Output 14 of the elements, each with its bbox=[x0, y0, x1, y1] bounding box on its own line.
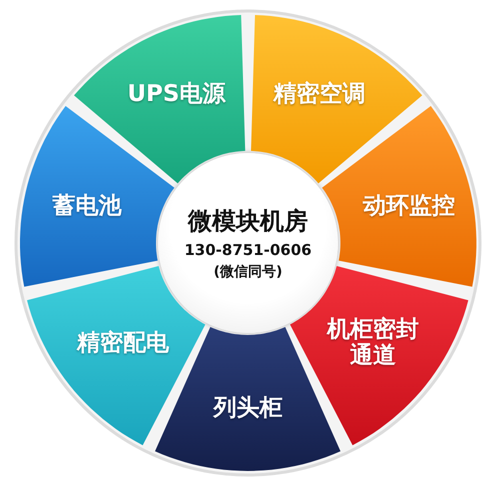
center-title: 微模块机房 bbox=[188, 206, 308, 237]
ring-segment bbox=[20, 106, 174, 287]
ring-segment bbox=[74, 15, 246, 184]
phone-number: 130-8751-0606 bbox=[184, 241, 312, 259]
ring-segment bbox=[27, 266, 206, 446]
segment-label: 蓄电池 bbox=[52, 192, 122, 220]
segment-label: 列头柜 bbox=[213, 394, 282, 422]
segment-label: UPS电源 bbox=[127, 81, 226, 108]
ring-segment bbox=[322, 106, 476, 287]
segment-label: 机柜密封通道 bbox=[326, 316, 420, 370]
segment-label: 精密空调 bbox=[274, 81, 366, 108]
center-note: (微信同号) bbox=[214, 263, 282, 281]
segment-label: 动环监控 bbox=[362, 192, 455, 220]
segment-label: 精密配电 bbox=[76, 330, 169, 356]
